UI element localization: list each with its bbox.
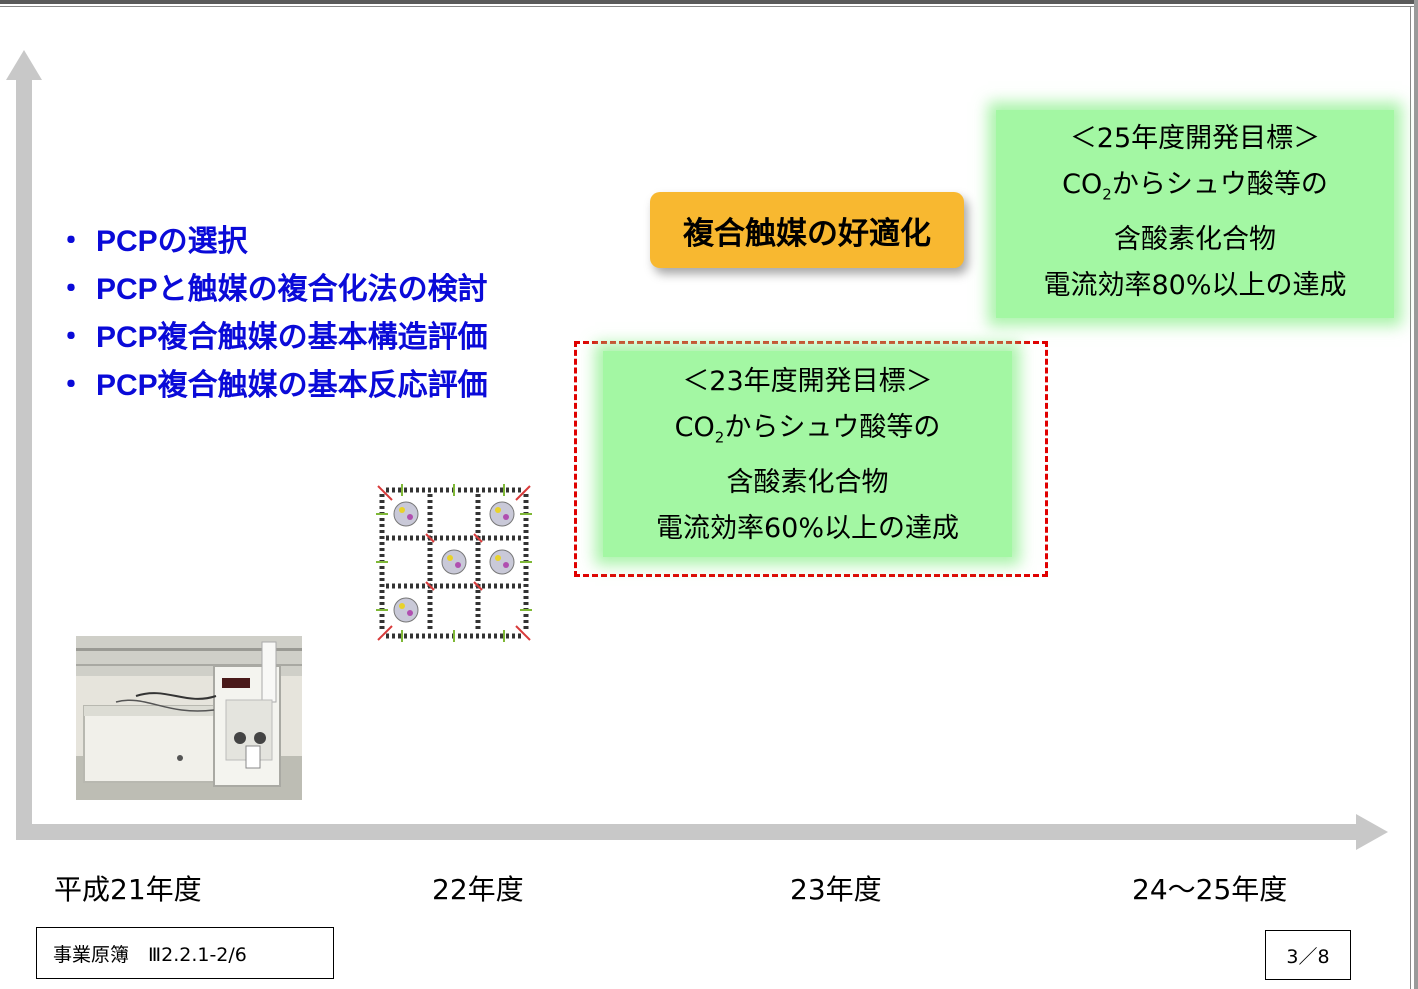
timeline-fy24-25-label: 24〜25年度 [1132, 873, 1288, 906]
right-frame-inner-line [1410, 6, 1411, 989]
goal-co2-line: CO2からシュウ酸等の [996, 162, 1394, 217]
goal-line-text: からシュウ酸等の [724, 412, 941, 443]
bullet-item: ・ PCP複合触媒の基本反応評価 [56, 362, 488, 410]
pcp-framework-structure-image [372, 480, 536, 646]
bullet-item: ・ PCP複合触媒の基本構造評価 [56, 314, 488, 362]
goal-efficiency-line: 電流効率60%以上の達成 [655, 513, 959, 545]
goal-line-text: からシュウ酸等の [1111, 169, 1328, 200]
bullet-item: ・ PCPと触媒の複合化法の検討 [56, 266, 488, 314]
top-frame-border [0, 0, 1418, 4]
task-bullet-list: ・PCPの選択 ・PCPと触媒の複合化法の検討 ・PCP複合触媒の基本構造評価 … [56, 218, 488, 410]
vertical-axis [16, 78, 32, 840]
fy23-goal-dashed-frame [574, 341, 1048, 577]
source-reference-box: 事業原簿 Ⅲ2.2.1-2/6 [36, 927, 334, 979]
co2-subscript: 2 [714, 428, 725, 447]
bullet-marker: ・ [56, 369, 86, 402]
goal-compound-line: 含酸素化合物 [726, 467, 889, 499]
co2-text: CO [1062, 169, 1103, 200]
page-number-box: 3／8 [1265, 930, 1351, 980]
co2-subscript: 2 [1102, 185, 1112, 204]
equipment-photo [76, 636, 302, 800]
bullet-text: PCP複合触媒の基本構造評価 [96, 321, 488, 354]
horizontal-axis-arrowhead [1356, 814, 1388, 850]
bullet-text: PCPの選択 [96, 225, 248, 258]
goal-efficiency-line: 電流効率80%以上の達成 [1043, 270, 1347, 302]
timeline-fy23-label: 23年度 [790, 873, 882, 906]
vertical-axis-arrowhead [6, 50, 42, 80]
fy25-goal-box: ＜25年度開発目標＞ CO2からシュウ酸等の 含酸素化合物 電流効率80%以上の… [996, 110, 1394, 318]
bullet-text: PCP複合触媒の基本反応評価 [96, 369, 488, 402]
bullet-text: PCPと触媒の複合化法の検討 [96, 273, 488, 306]
fy23-goal-box: ＜23年度開発目標＞ CO2からシュウ酸等の 含酸素化合物 電流効率60%以上の… [603, 351, 1012, 557]
co2-text: CO [674, 412, 715, 443]
catalyst-optimization-box: 複合触媒の好適化 [650, 192, 964, 268]
right-frame-border [1414, 0, 1418, 989]
horizontal-axis [16, 824, 1360, 840]
top-frame-inner-line [0, 6, 1414, 7]
bullet-marker: ・ [56, 321, 86, 354]
goal-title: ＜25年度開発目標＞ [1069, 123, 1321, 154]
bullet-marker: ・ [56, 273, 86, 306]
bullet-item: ・ PCPの選択 [56, 218, 488, 266]
timeline-fy22-label: 22年度 [432, 873, 524, 906]
goal-title: ＜23年度開発目標＞ [682, 366, 933, 397]
bullet-marker: ・ [56, 225, 86, 258]
goal-compound-line: 含酸素化合物 [1114, 224, 1276, 256]
timeline-fy21-label: 平成21年度 [54, 873, 202, 906]
goal-co2-line: CO2からシュウ酸等の [603, 405, 1012, 460]
